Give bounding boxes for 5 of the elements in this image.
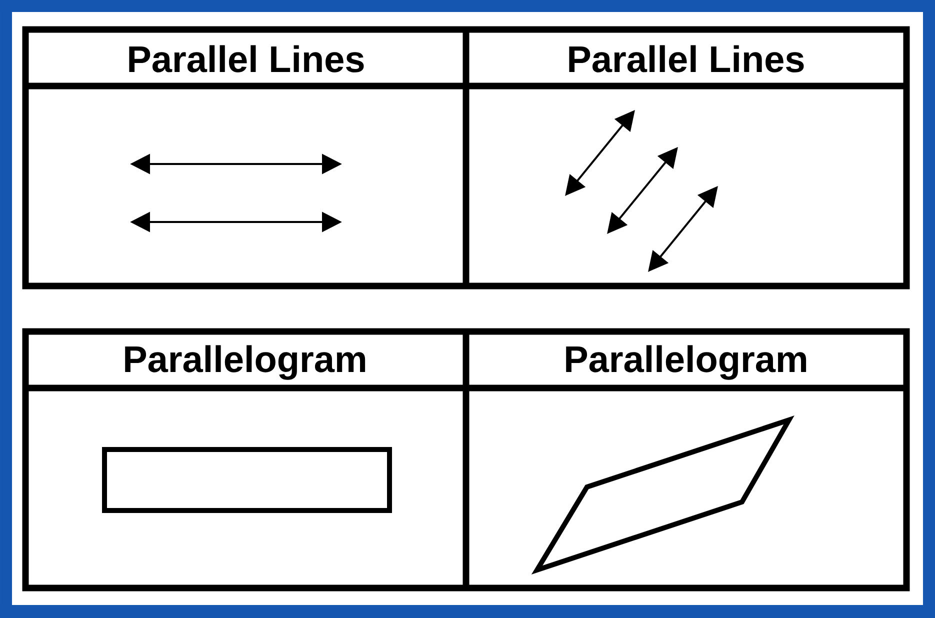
rectangle [102,446,392,513]
column-heading: Parallelogram [566,345,806,380]
column-heading: Parallel Lines [129,45,364,72]
column-heading: Parallel Lines [569,45,804,72]
column-heading: Parallelogram [125,345,366,380]
